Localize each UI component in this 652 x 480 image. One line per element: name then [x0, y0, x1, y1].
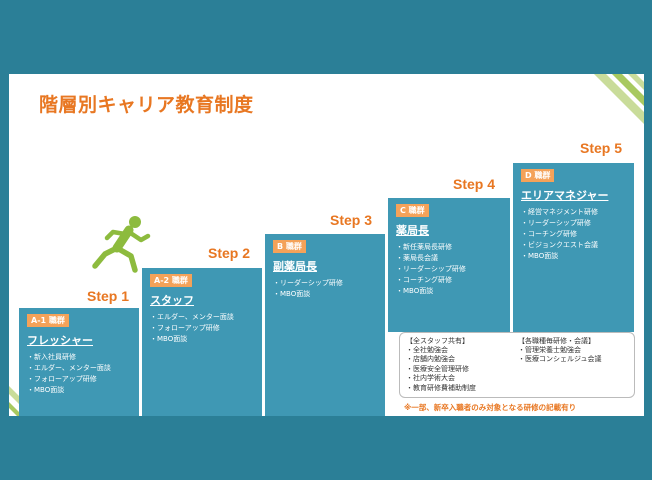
- list-item: コーチング研修: [396, 275, 466, 286]
- step-2-label: Step 2: [208, 245, 251, 261]
- step-2-items: エルダー、メンター面談 フォローアップ研修 MBO面談: [150, 312, 234, 345]
- step-3-label: Step 3: [330, 212, 373, 228]
- step-5-badge: D 職群: [521, 169, 555, 182]
- list-item: 医療安全管理研修: [406, 365, 476, 374]
- running-person-icon: [92, 216, 151, 273]
- list-item: 医療コンシェルジュ会議: [518, 355, 602, 364]
- list-item: 教育研修費補助制度: [406, 384, 476, 393]
- list-item: リーダーシップ研修: [521, 218, 598, 229]
- list-item: 管理栄養士勉強会: [518, 346, 602, 355]
- list-item: コーチング研修: [521, 229, 598, 240]
- step-4-title: 薬局長: [396, 224, 429, 237]
- list-item: フォローアップ研修: [150, 323, 234, 334]
- step-4-items: 新任薬局長研修 薬局長会議 リーダーシップ研修 コーチング研修 MBO面談: [396, 242, 466, 297]
- step-4-box: C 職群 薬局長 新任薬局長研修 薬局長会議 リーダーシップ研修 コーチング研修…: [388, 198, 510, 332]
- list-item: リーダーシップ研修: [396, 264, 466, 275]
- list-item: リーダーシップ研修: [273, 278, 343, 289]
- page-title: 階層別キャリア教育制度: [39, 94, 254, 116]
- list-item: MBO面談: [27, 385, 111, 396]
- list-item: 新入社員研修: [27, 352, 111, 363]
- list-item: エルダー、メンター面談: [27, 363, 111, 374]
- list-item: MBO面談: [521, 251, 598, 262]
- step-1-badge: A-1 職群: [27, 314, 69, 327]
- step-3-items: リーダーシップ研修 MBO面談: [273, 278, 343, 300]
- step-5-items: 経営マネジメント研修 リーダーシップ研修 コーチング研修 ビジョンクエスト会議 …: [521, 207, 598, 262]
- by-role-heading: 【各職種毎研修・会議】: [518, 337, 595, 345]
- step-3-badge: B 職群: [273, 240, 306, 253]
- corner-stripes-decoration: [594, 74, 644, 124]
- list-item: MBO面談: [273, 289, 343, 300]
- all-staff-column: 【全スタッフ共有】 全社勉強会 店舗内勉強会 医療安全管理研修 社内学術大会 教…: [406, 336, 476, 393]
- list-item: MBO面談: [150, 334, 234, 345]
- step-3-title: 副薬局長: [273, 260, 317, 273]
- slide: 階層別キャリア教育制度 Step 1 Step 2 Step 3 Step 4 …: [9, 74, 644, 416]
- list-item: 経営マネジメント研修: [521, 207, 598, 218]
- list-item: MBO面談: [396, 286, 466, 297]
- step-1-title: フレッシャー: [27, 334, 93, 347]
- list-item: 店舗内勉強会: [406, 355, 476, 364]
- list-item: 全社勉強会: [406, 346, 476, 355]
- list-item: フォローアップ研修: [27, 374, 111, 385]
- step-2-title: スタッフ: [150, 294, 194, 307]
- step-5-label: Step 5: [580, 140, 623, 156]
- step-4-badge: C 職群: [396, 204, 429, 217]
- step-2-box: A-2 職群 スタッフ エルダー、メンター面談 フォローアップ研修 MBO面談: [142, 268, 262, 416]
- common-training-box: 【全スタッフ共有】 全社勉強会 店舗内勉強会 医療安全管理研修 社内学術大会 教…: [399, 332, 635, 398]
- list-item: エルダー、メンター面談: [150, 312, 234, 323]
- step-5-box: D 職群 エリアマネジャー 経営マネジメント研修 リーダーシップ研修 コーチング…: [513, 163, 634, 332]
- by-role-column: 【各職種毎研修・会議】 管理栄養士勉強会 医療コンシェルジュ会議: [518, 336, 602, 365]
- list-item: 社内学術大会: [406, 374, 476, 383]
- list-item: 薬局長会議: [396, 253, 466, 264]
- step-1-label: Step 1: [87, 288, 130, 304]
- list-item: ビジョンクエスト会議: [521, 240, 598, 251]
- step-2-badge: A-2 職群: [150, 274, 192, 287]
- step-1-items: 新入社員研修 エルダー、メンター面談 フォローアップ研修 MBO面談: [27, 352, 111, 396]
- step-1-box: A-1 職群 フレッシャー 新入社員研修 エルダー、メンター面談 フォローアップ…: [19, 308, 139, 416]
- list-item: 新任薬局長研修: [396, 242, 466, 253]
- all-staff-heading: 【全スタッフ共有】: [406, 337, 469, 345]
- step-3-box: B 職群 副薬局長 リーダーシップ研修 MBO面談: [265, 234, 385, 416]
- step-4-label: Step 4: [453, 176, 496, 192]
- footnote: ※一部、新卒入職者のみ対象となる研修の記載有り: [404, 403, 577, 412]
- step-5-title: エリアマネジャー: [521, 189, 609, 202]
